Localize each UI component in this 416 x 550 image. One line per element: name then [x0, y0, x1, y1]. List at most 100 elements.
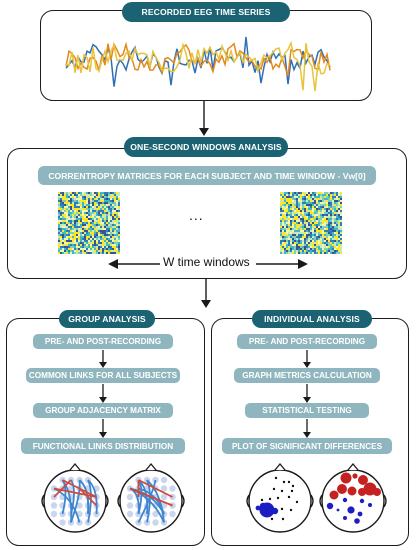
metric-node: [274, 476, 278, 480]
individual-step-graph-metrics: GRAPH METRICS CALCULATION: [234, 368, 380, 383]
individual-head-map-post: [319, 462, 387, 533]
left-ear-marker: [246, 494, 250, 508]
individual-step-significant-differences: PLOT OF SIGNIFICANT DIFFERENCES: [222, 438, 392, 454]
functional-link: [61, 479, 67, 515]
metric-node: [358, 488, 366, 496]
metric-node: [280, 507, 284, 511]
metric-node: [368, 503, 372, 507]
electrode-node: [59, 519, 66, 526]
electrode-node: [160, 493, 168, 501]
metric-node: [359, 498, 365, 504]
metric-node: [347, 506, 355, 514]
metric-node: [326, 502, 334, 510]
metric-node: [329, 490, 339, 500]
nose-marker: [69, 462, 81, 471]
group-head-map-post: [117, 462, 185, 533]
electrode-node: [126, 510, 134, 518]
metric-node: [276, 496, 280, 500]
arrow-eeg-to-windows: [199, 101, 209, 136]
group-step-pre-post: PRE- AND POST-RECORDING: [33, 334, 173, 349]
functional-link: [70, 479, 81, 523]
individual-step-arrows: [303, 350, 311, 438]
metric-node: [373, 488, 381, 496]
time-windows-label-bg: [160, 255, 256, 271]
left-ear-marker: [41, 494, 45, 508]
electrode-node: [67, 485, 75, 492]
nose-marker: [347, 462, 359, 471]
metric-node: [340, 472, 352, 484]
nose-marker: [145, 462, 157, 471]
metric-node: [259, 502, 275, 518]
functional-link: [62, 479, 97, 498]
electrode-node: [152, 510, 159, 518]
metric-node: [295, 500, 299, 504]
correntropy-matrix-first: [58, 192, 120, 254]
group-step-arrows: [99, 350, 107, 438]
correntropy-subtitle: CORRENTROPY MATRICES FOR EACH SUBJECT AN…: [38, 166, 376, 185]
electrode-node: [160, 476, 168, 484]
electrode-node: [169, 510, 176, 518]
electrode-node: [50, 502, 58, 509]
eeg-time-series: [65, 36, 331, 92]
eeg-series-line: [65, 41, 331, 77]
individual-head-map-pre: [246, 462, 314, 533]
individual-analysis-title: INDIVIDUAL ANALYSIS: [252, 310, 372, 328]
metric-node: [255, 505, 261, 511]
metric-node: [272, 487, 276, 491]
left-ear-marker: [117, 494, 121, 508]
left-ear-marker: [319, 494, 323, 508]
electrode-node: [152, 519, 159, 526]
right-ear-marker: [181, 494, 185, 508]
electrode-node: [50, 510, 58, 518]
metric-node: [336, 508, 340, 512]
metric-node: [289, 508, 293, 512]
group-step-adjacency: GROUP ADJACENCY MATRIX: [33, 403, 173, 418]
group-step-common-links: COMMON LINKS FOR ALL SUBJECTS: [26, 368, 180, 383]
metric-node: [282, 480, 286, 484]
right-ear-marker: [383, 494, 387, 508]
metric-node: [343, 516, 347, 520]
electrode-node: [59, 510, 66, 518]
right-ear-marker: [105, 494, 109, 508]
metric-node: [268, 497, 272, 501]
individual-step-statistical-testing: STATISTICAL TESTING: [245, 403, 369, 418]
nose-marker: [274, 462, 286, 471]
metric-node: [270, 517, 274, 521]
time-windows-label: W time windows: [163, 255, 250, 269]
eeg-title: RECORDED EEG TIME SERIES: [122, 2, 290, 22]
group-analysis-title: GROUP ANALYSIS: [59, 310, 155, 328]
scalp-outline: [248, 469, 312, 533]
arrow-windows-to-analysis: [201, 279, 211, 308]
metric-node: [291, 484, 295, 488]
matrices-ellipsis: ...: [189, 207, 204, 223]
metric-node: [290, 489, 294, 493]
correntropy-matrix-last: [280, 192, 342, 254]
metric-node: [347, 486, 357, 496]
scalp-outline: [119, 469, 183, 533]
metric-node: [280, 489, 284, 493]
metric-node: [281, 517, 285, 521]
eeg-series-line: [65, 40, 331, 92]
electrode-node: [126, 502, 134, 509]
functional-link: [129, 487, 173, 507]
metric-node: [354, 518, 360, 524]
metric-node: [352, 473, 358, 479]
functional-link: [87, 479, 92, 523]
electrode-node: [160, 485, 168, 492]
individual-step-pre-post: PRE- AND POST-RECORDING: [237, 334, 377, 349]
metric-node: [287, 495, 291, 499]
metric-node: [260, 498, 264, 502]
group-step-links-distribution: FUNCTIONAL LINKS DISTRIBUTION: [21, 438, 185, 454]
right-ear-marker: [310, 494, 314, 508]
metric-node: [357, 511, 363, 517]
group-head-map-pre: [41, 462, 109, 533]
metric-node: [287, 480, 291, 484]
functional-link: [53, 487, 81, 523]
scalp-outline: [321, 469, 385, 533]
metric-node: [342, 497, 348, 503]
metric-node: [358, 475, 368, 485]
functional-link: [78, 487, 98, 507]
electrode-node: [169, 485, 176, 492]
windows-title: ONE-SECOND WINDOWS ANALYSIS: [124, 137, 288, 157]
metric-node: [271, 507, 279, 515]
